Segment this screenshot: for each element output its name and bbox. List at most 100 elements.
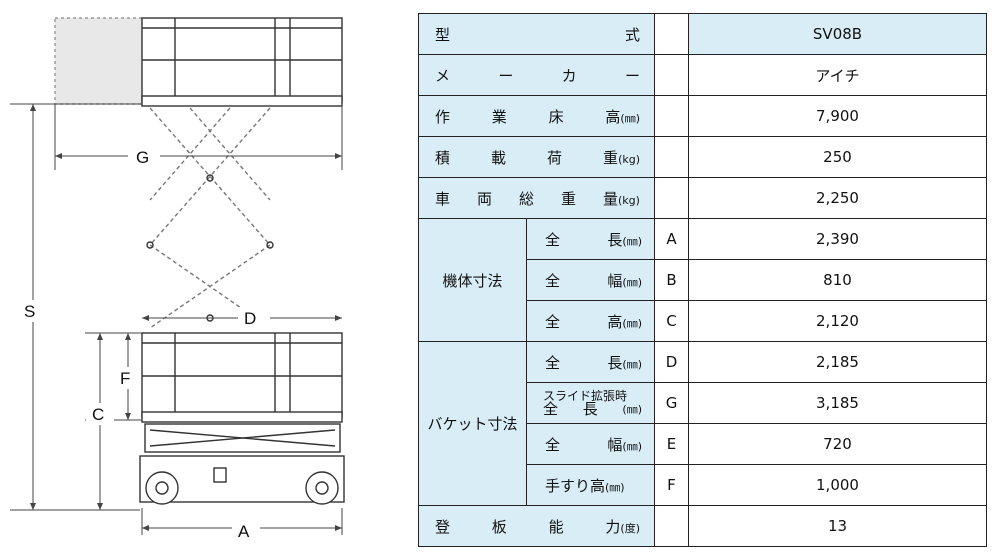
row-label: 作 業 床 高(㎜) bbox=[419, 106, 654, 127]
spec-value: 13 bbox=[688, 505, 987, 547]
sub-label-cell: スライド拡張時全長(㎜) bbox=[526, 382, 655, 424]
label-char: 全 bbox=[545, 312, 561, 331]
unit-label: (kg) bbox=[618, 193, 640, 207]
unit-label: (度) bbox=[620, 521, 640, 535]
label-char: 板 bbox=[491, 517, 507, 536]
dimension-letter bbox=[654, 136, 689, 178]
unit-label: (㎜) bbox=[622, 357, 642, 371]
label-char: ー bbox=[624, 66, 640, 85]
dimension-letter bbox=[654, 95, 689, 137]
label-char: 作 bbox=[435, 107, 451, 126]
label-char: 全 bbox=[545, 230, 561, 249]
label-char: 積 bbox=[435, 148, 451, 167]
label-char: 力 bbox=[605, 517, 621, 536]
label-char: 車 bbox=[435, 189, 451, 208]
label-last: 高(㎜) bbox=[605, 106, 640, 127]
label-char: 荷 bbox=[547, 148, 563, 167]
row-label-cell: 登板能力(度) bbox=[418, 505, 655, 547]
dimension-letter: A bbox=[654, 218, 689, 260]
label-char: カ bbox=[561, 66, 577, 85]
spec-row: 車両総重量(kg)2,250 bbox=[418, 177, 987, 219]
dimension-letter: C bbox=[654, 300, 689, 342]
label-char: 型 bbox=[435, 25, 451, 44]
unit-label: (kg) bbox=[618, 152, 640, 166]
stacked-label: スライド拡張時全長(㎜) bbox=[527, 390, 654, 418]
dimension-letter: F bbox=[654, 464, 689, 506]
label-char: 全 bbox=[545, 353, 561, 372]
sub-label-cell: 手すり高(㎜) bbox=[526, 464, 655, 506]
label-last: 重(kg) bbox=[603, 147, 640, 168]
group-label: バケット寸法 bbox=[418, 341, 527, 506]
label-char: 業 bbox=[491, 107, 507, 126]
label-char: 床 bbox=[548, 107, 564, 126]
label-char: 長 bbox=[582, 400, 598, 418]
label-last: 長(㎜) bbox=[607, 229, 642, 250]
spec-value: SV08B bbox=[688, 13, 987, 55]
dimension-letter: D bbox=[654, 341, 689, 383]
dimension-letter: B bbox=[654, 259, 689, 301]
spec-value: アイチ bbox=[688, 54, 987, 96]
label-last: 手すり高(㎜) bbox=[545, 475, 625, 496]
unit-label: (㎜) bbox=[620, 111, 640, 125]
row-label: メーカー bbox=[419, 65, 654, 86]
label-char: 重 bbox=[603, 148, 619, 167]
spec-value: 1,000 bbox=[688, 464, 987, 506]
spec-value: 810 bbox=[688, 259, 987, 301]
label-char: 幅 bbox=[607, 271, 623, 290]
dimension-letter bbox=[654, 505, 689, 547]
label-char: 量 bbox=[603, 189, 619, 208]
spec-value: 2,120 bbox=[688, 300, 987, 342]
group-label: 機体寸法 bbox=[418, 218, 527, 342]
row-label: 積 載 荷 重(kg) bbox=[419, 147, 654, 168]
label-last: 長(㎜) bbox=[607, 352, 642, 373]
sub-label-cell: 全 長(㎜) bbox=[526, 218, 655, 260]
label-char: 式 bbox=[624, 25, 640, 44]
sub-label-cell: 全幅(㎜) bbox=[526, 259, 655, 301]
row-label: 型式 bbox=[419, 24, 654, 45]
label-char: 能 bbox=[548, 517, 564, 536]
label-char: 高 bbox=[605, 107, 621, 126]
label-last: 力(度) bbox=[605, 516, 640, 537]
row-label: 全幅(㎜) bbox=[527, 434, 654, 455]
dimension-letter bbox=[654, 54, 689, 96]
row-label: 登板能力(度) bbox=[419, 516, 654, 537]
spec-row: メーカーアイチ bbox=[418, 54, 987, 96]
sub-label-cell: 全 長(㎜) bbox=[526, 341, 655, 383]
dim-label-d: D bbox=[244, 309, 256, 328]
unit-label: (㎜) bbox=[605, 480, 625, 494]
sub-label-cell: 全高(㎜) bbox=[526, 300, 655, 342]
unit-label: (㎜) bbox=[622, 403, 642, 416]
row-label: 車両総重量(kg) bbox=[419, 188, 654, 209]
row-label: 全 長(㎜) bbox=[527, 229, 654, 250]
row-label: 手すり高(㎜) bbox=[527, 475, 654, 496]
spec-row: 登板能力(度)13 bbox=[418, 505, 987, 547]
spec-value: 720 bbox=[688, 423, 987, 465]
label-char: 手すり高 bbox=[545, 476, 606, 495]
dimension-letter bbox=[654, 13, 689, 55]
spec-value: 2,390 bbox=[688, 218, 987, 260]
spec-row: 作業床高(㎜)7,900 bbox=[418, 95, 987, 137]
dim-label-a: A bbox=[238, 522, 250, 541]
label-last: 幅(㎜) bbox=[607, 270, 642, 291]
row-label: 全 長(㎜) bbox=[527, 352, 654, 373]
row-label-cell: 積 載 荷 重(kg) bbox=[418, 136, 655, 178]
label-char: 全 bbox=[543, 400, 559, 418]
label-char: 長 bbox=[607, 230, 623, 249]
label-char: 幅 bbox=[607, 435, 623, 454]
dimension-letter bbox=[654, 177, 689, 219]
spec-value: 250 bbox=[688, 136, 987, 178]
unit-label: (㎜) bbox=[622, 439, 642, 453]
label-char: 載 bbox=[491, 148, 507, 167]
row-label: 全高(㎜) bbox=[527, 311, 654, 332]
label-char: 長 bbox=[607, 353, 623, 372]
spec-value: 3,185 bbox=[688, 382, 987, 424]
row-label: 全幅(㎜) bbox=[527, 270, 654, 291]
row-label-cell: 車両総重量(kg) bbox=[418, 177, 655, 219]
